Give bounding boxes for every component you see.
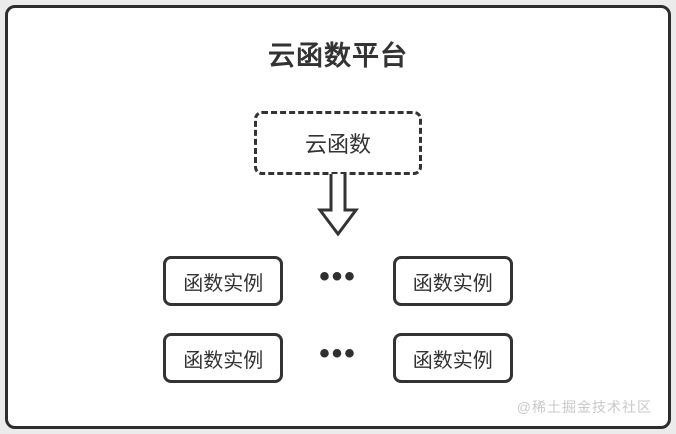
- function-instance-label: 函数实例: [183, 272, 264, 295]
- ellipsis: •••: [319, 260, 357, 293]
- diagram-title: 云函数平台: [268, 41, 408, 71]
- function-instance-node: 函数实例: [163, 256, 284, 306]
- instance-grid: 函数实例 ••• 函数实例 函数实例 ••• 函数实例: [8, 256, 668, 383]
- platform-frame: 云函数平台 云函数 函数实例 ••• 函数实例 函数实例: [5, 5, 671, 429]
- function-instance-label: 函数实例: [412, 349, 493, 372]
- instance-row: 函数实例 ••• 函数实例: [163, 333, 513, 383]
- watermark: @稀土掘金技术社区: [516, 399, 652, 415]
- instance-row: 函数实例 ••• 函数实例: [163, 256, 513, 306]
- ellipsis: •••: [319, 337, 357, 370]
- function-instance-label: 函数实例: [412, 272, 493, 295]
- cloud-function-label: 云函数: [304, 132, 371, 157]
- function-instance-node: 函数实例: [392, 333, 513, 383]
- function-instance-node: 函数实例: [163, 333, 284, 383]
- down-arrow-icon: [8, 174, 668, 236]
- function-instance-label: 函数实例: [183, 349, 264, 372]
- function-instance-node: 函数实例: [392, 256, 513, 306]
- cloud-function-node: 云函数: [254, 111, 422, 175]
